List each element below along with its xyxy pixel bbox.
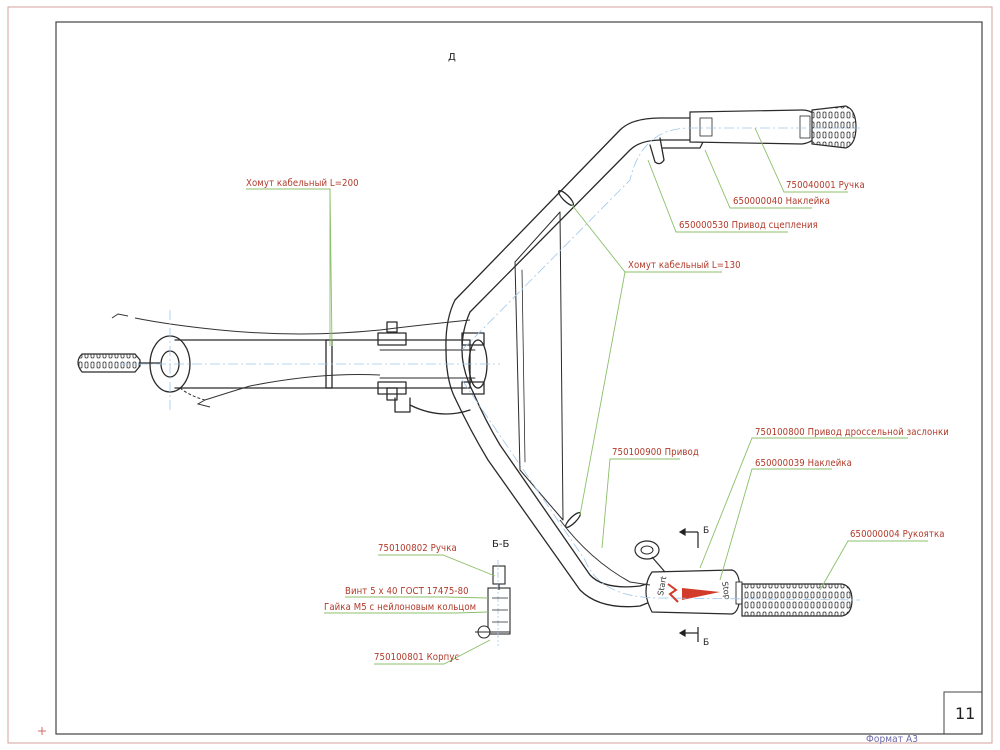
handlebar-frame <box>149 117 706 608</box>
callout-drive-750100900: 750100900 Привод <box>612 447 699 458</box>
drawing-frame <box>55 21 983 735</box>
view-letter: Д <box>448 52 456 63</box>
control-cables <box>111 313 651 586</box>
sheet-outer-border <box>7 6 993 744</box>
callout-sticker-650000039: 650000039 Наклейка <box>755 458 852 469</box>
left-end-grip <box>77 353 160 373</box>
corner-mark <box>38 727 46 735</box>
callout-handle-750100802: 750100802 Ручка <box>378 543 457 554</box>
callout-cable-tie-130: Хомут кабельный L=130 <box>628 260 741 271</box>
throttle-switch-assembly: Start Stop <box>634 540 853 617</box>
section-mark-top: Б <box>703 526 710 536</box>
switch-start-label: Start <box>656 576 668 597</box>
callout-cable-tie-200: Хомут кабельный L=200 <box>246 178 359 189</box>
callout-leader-lines <box>246 127 928 665</box>
callout-sticker-650000040: 650000040 Наклейка <box>733 196 830 207</box>
section-title: Б-Б <box>492 539 510 550</box>
section-mark-bottom: Б <box>703 638 710 648</box>
callout-throttle-drive: 750100800 Привод дроссельной заслонки <box>755 427 949 438</box>
callout-grip-650000004: 650000004 Рукоятка <box>850 529 945 540</box>
callout-clutch-drive: 650000530 Привод сцепления <box>679 220 818 231</box>
center-lines <box>120 127 861 601</box>
format-label: Формат А3 <box>866 734 919 745</box>
sheet-number-box <box>943 691 983 735</box>
callout-nut: Гайка М5 с нейлоновым кольцом <box>324 602 477 613</box>
upper-handle-grip <box>689 105 857 149</box>
sheet-number: 11 <box>955 704 976 723</box>
callout-handle-750040001: 750040001 Ручка <box>786 180 865 191</box>
section-cut-markers <box>678 527 699 642</box>
callout-body-750100801: 750100801 Корпус <box>374 652 460 663</box>
section-detail-view <box>475 560 511 646</box>
callout-screw: Винт 5 х 40 ГОСТ 17475-80 <box>345 586 469 597</box>
switch-stop-label: Stop <box>720 581 732 600</box>
